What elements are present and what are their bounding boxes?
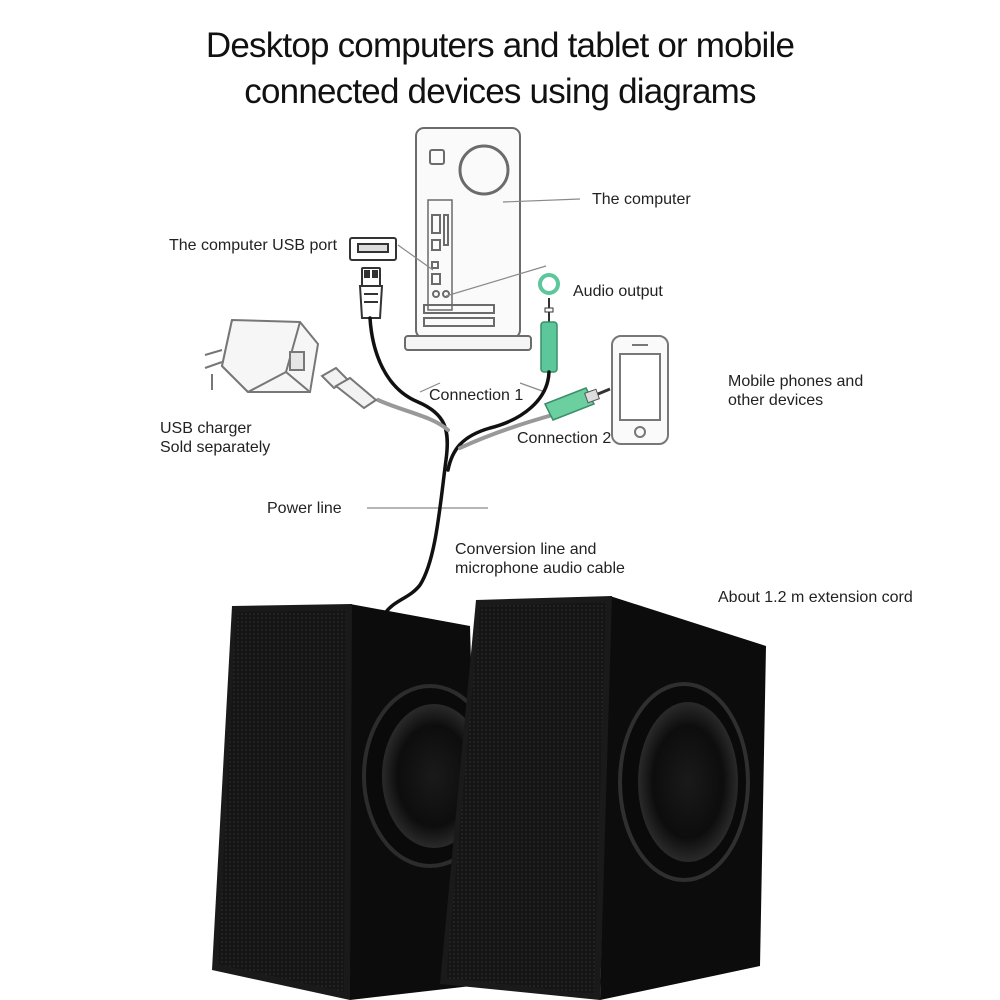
audio-plug-icon bbox=[543, 387, 611, 421]
label-power-line: Power line bbox=[267, 500, 342, 517]
label-conversion-line-2: microphone audio cable bbox=[455, 560, 625, 577]
label-usb-port: The computer USB port bbox=[169, 237, 338, 254]
label-mobile-line-1: Mobile phones and bbox=[728, 373, 864, 390]
label-mobile-line-2: other devices bbox=[728, 392, 824, 409]
label-conversion-line-1: Conversion line and bbox=[455, 541, 597, 558]
label-audio-output: Audio output bbox=[573, 283, 663, 300]
computer-tower-icon bbox=[404, 127, 532, 351]
label-connection-2: Connection 2 bbox=[517, 430, 612, 447]
label-usb-charger-line-1: USB charger bbox=[160, 420, 252, 437]
mobile-phone-icon bbox=[611, 335, 669, 445]
audio-jack-icon bbox=[538, 273, 560, 373]
leader-lines bbox=[367, 198, 581, 509]
right-speaker bbox=[440, 596, 766, 1000]
usb-plug-icon bbox=[320, 366, 378, 410]
label-the-computer: The computer bbox=[592, 191, 691, 208]
label-extension-cord: About 1.2 m extension cord bbox=[718, 589, 913, 606]
title-line-2: connected devices using diagrams bbox=[244, 72, 756, 111]
usb-charger-icon bbox=[204, 318, 320, 393]
label-usb-charger-line-2: Sold separately bbox=[160, 439, 271, 456]
usb-connector-icon bbox=[349, 237, 397, 319]
title-line-1: Desktop computers and tablet or mobile bbox=[205, 26, 795, 65]
label-connection-1: Connection 1 bbox=[429, 387, 524, 404]
cables bbox=[368, 316, 558, 614]
